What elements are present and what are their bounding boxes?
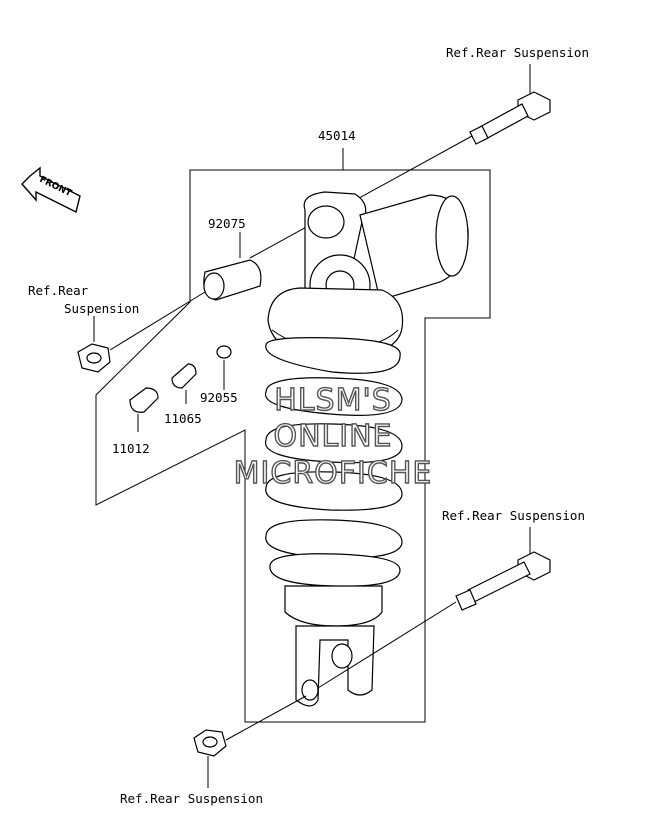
label-92075: 92075 <box>208 216 246 231</box>
collar-92075 <box>203 232 262 301</box>
coil-spring <box>264 337 403 587</box>
top-bolt <box>249 64 551 259</box>
front-arrow-icon: FRONT <box>21 166 81 214</box>
label-45014: 45014 <box>318 128 356 143</box>
label-ref-right: Ref.Rear Suspension <box>442 508 585 523</box>
watermark-line-3: MICROFICHE <box>234 456 433 491</box>
cap-11012 <box>129 387 159 432</box>
assembly-bracket <box>95 169 491 723</box>
label-11012: 11012 <box>112 441 150 456</box>
label-ref-left-line1: Ref.Rear <box>28 283 89 298</box>
valve-11065 <box>171 363 197 404</box>
lower-bolt <box>317 527 551 689</box>
label-92055: 92055 <box>200 390 238 405</box>
o-ring-92055 <box>216 345 232 390</box>
label-ref-bottom: Ref.Rear Suspension <box>120 791 263 806</box>
watermark-line-2: ONLINE <box>273 419 392 454</box>
damper-body <box>284 585 383 707</box>
label-ref-top: Ref.Rear Suspension <box>446 45 589 60</box>
lower-nut <box>193 695 307 788</box>
label-ref-left-line2: Suspension <box>64 301 139 316</box>
watermark-line-1: HLSM'S <box>274 383 392 418</box>
label-11065: 11065 <box>164 411 202 426</box>
left-nut <box>77 291 206 373</box>
